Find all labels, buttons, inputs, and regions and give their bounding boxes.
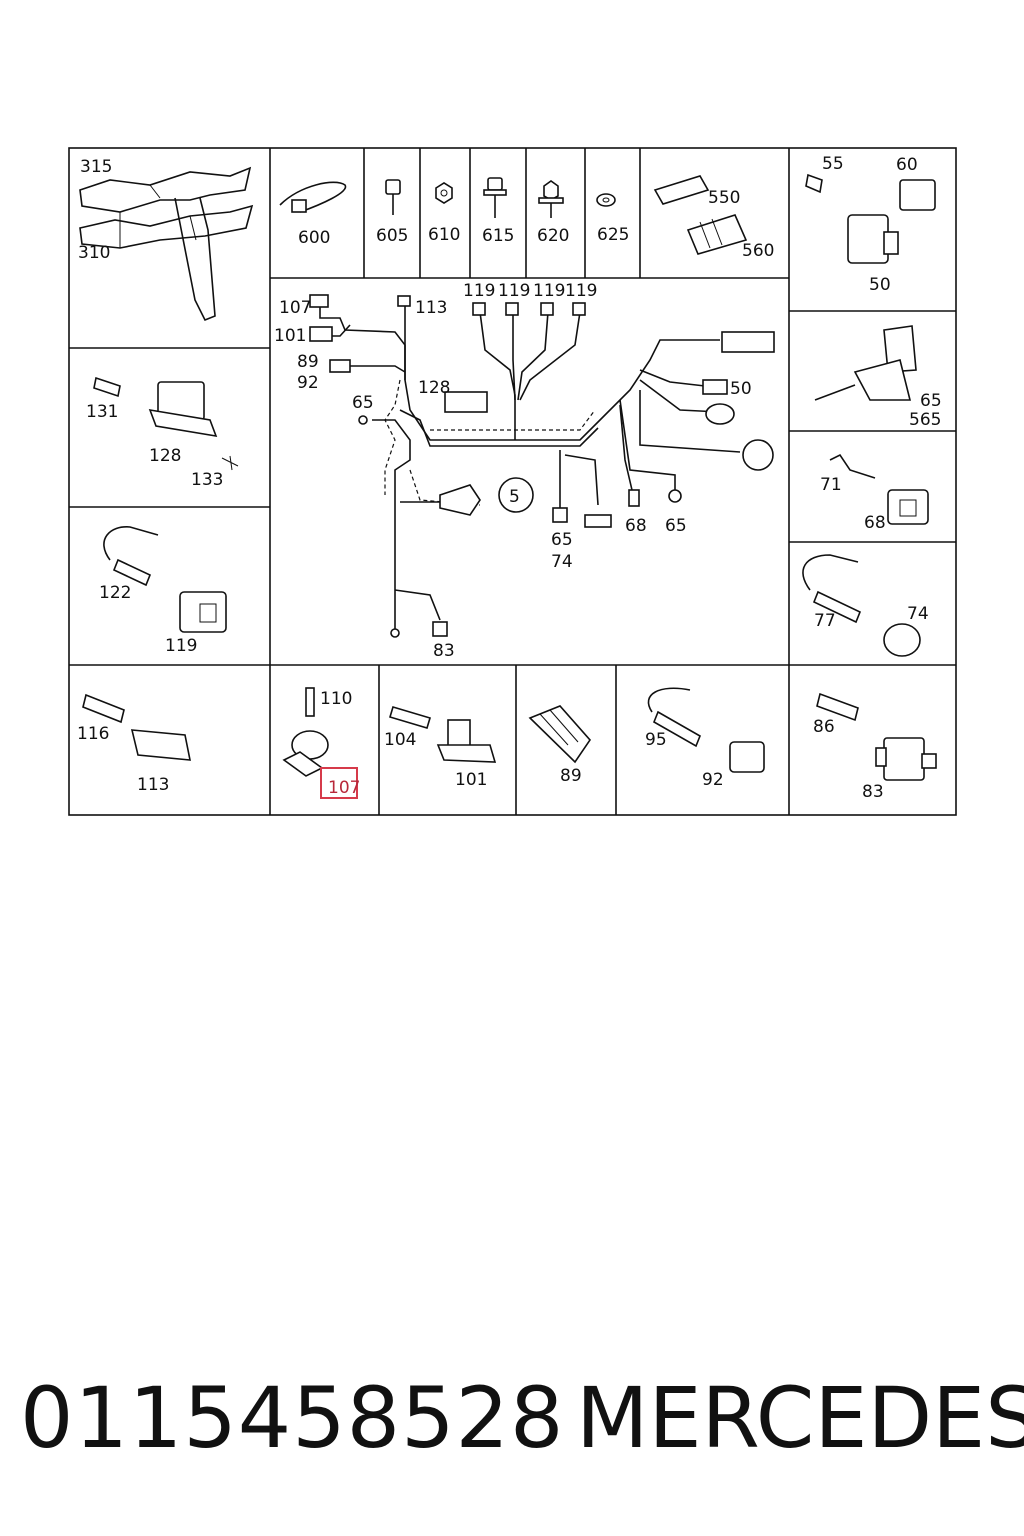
- label-main-92: 92: [297, 373, 319, 393]
- label-133: 133: [191, 470, 223, 490]
- plug-connector-icon: [805, 173, 936, 264]
- label-600: 600: [298, 228, 330, 248]
- label-b116: 116: [77, 724, 109, 744]
- label-310: 310: [78, 243, 110, 263]
- nut-icon: [435, 182, 453, 204]
- grid-frame: [68, 147, 957, 816]
- cable-tie-icon: [279, 181, 347, 213]
- highlight-box: [320, 767, 358, 799]
- label-r74: 74: [907, 604, 929, 624]
- label-r77: 77: [814, 611, 836, 631]
- screw-icon: [385, 179, 401, 215]
- label-550: 550: [708, 188, 740, 208]
- label-128: 128: [149, 446, 181, 466]
- label-r565: 565: [909, 410, 941, 430]
- pin-116-icon: [82, 693, 191, 761]
- wiring-harness-icon: [309, 294, 775, 638]
- footer-caption: 0115458528 MERCEDES: [0, 1368, 1024, 1468]
- label-main-50: 50: [730, 379, 752, 399]
- bolt-icon: [483, 177, 507, 218]
- label-119: 119: [165, 636, 197, 656]
- label-main-65c: 65: [665, 516, 687, 536]
- label-main-5: 5: [509, 487, 520, 507]
- sensor-cable-icon: [802, 554, 921, 657]
- parts-diagram: 315 310 600 605 610 615 620 625 550 560: [68, 147, 957, 816]
- washer-icon: [596, 193, 616, 207]
- connector-101-icon: [389, 706, 497, 763]
- label-main-113: 113: [415, 298, 447, 318]
- label-605: 605: [376, 226, 408, 246]
- label-60: 60: [896, 155, 918, 175]
- label-b92: 92: [702, 770, 724, 790]
- label-b86: 86: [813, 717, 835, 737]
- label-620: 620: [537, 226, 569, 246]
- label-b95: 95: [645, 730, 667, 750]
- sensor-plug-icon: [103, 526, 227, 633]
- label-50: 50: [869, 275, 891, 295]
- label-55: 55: [822, 154, 844, 174]
- connector-128-icon: [93, 376, 239, 471]
- terminal-connector-icon: [829, 453, 929, 525]
- flange-bolt-icon: [538, 180, 564, 218]
- boot-89-icon: [528, 705, 592, 764]
- label-610: 610: [428, 225, 460, 245]
- label-main-128: 128: [418, 378, 450, 398]
- label-main-119b: 119: [498, 281, 530, 301]
- label-625: 625: [597, 225, 629, 245]
- label-main-65b: 65: [551, 530, 573, 550]
- label-131: 131: [86, 402, 118, 422]
- label-main-83: 83: [433, 641, 455, 661]
- cable-tray-icon: [79, 166, 254, 322]
- connector-83-icon: [816, 692, 937, 781]
- label-main-107: 107: [279, 298, 311, 318]
- label-b104: 104: [384, 730, 416, 750]
- label-main-74: 74: [551, 552, 573, 572]
- label-r68: 68: [864, 513, 886, 533]
- brand-name: MERCEDES: [576, 1369, 1024, 1467]
- part-number: 0115458528: [20, 1369, 565, 1467]
- label-b83: 83: [862, 782, 884, 802]
- label-b113: 113: [137, 775, 169, 795]
- label-main-119d: 119: [565, 281, 597, 301]
- label-main-68: 68: [625, 516, 647, 536]
- connector-92-icon: [647, 687, 765, 773]
- label-main-65a: 65: [352, 393, 374, 413]
- label-615: 615: [482, 226, 514, 246]
- label-315: 315: [80, 157, 112, 177]
- label-main-119c: 119: [533, 281, 565, 301]
- sensor-107-icon: [282, 687, 329, 777]
- label-122: 122: [99, 583, 131, 603]
- label-main-119a: 119: [463, 281, 495, 301]
- label-main-101: 101: [274, 326, 306, 346]
- lamp-socket-icon: [814, 325, 917, 401]
- label-main-89: 89: [297, 352, 319, 372]
- label-r65: 65: [920, 391, 942, 411]
- label-b110: 110: [320, 689, 352, 709]
- sensor-sleeve-icon: [653, 175, 748, 255]
- label-b101: 101: [455, 770, 487, 790]
- label-b107-highlighted: 107: [328, 778, 360, 798]
- label-b89: 89: [560, 766, 582, 786]
- label-r71: 71: [820, 475, 842, 495]
- label-560: 560: [742, 241, 774, 261]
